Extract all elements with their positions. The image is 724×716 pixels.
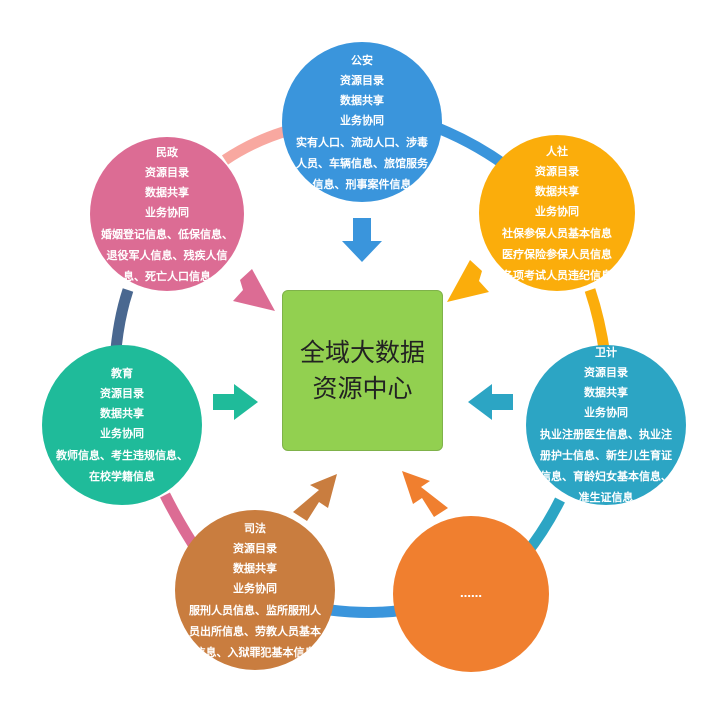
node-weiji-sharing: 数据共享 — [584, 386, 628, 399]
arrow-from-more — [402, 471, 448, 517]
node-gongan-title: 公安 — [351, 53, 373, 67]
node-weiji-detail-1: 执业注册医生信息、执业注 — [540, 428, 672, 441]
node-sifa-title: 司法 — [244, 521, 266, 535]
node-minzheng-detail-1: 婚姻登记信息、低保信息、 — [101, 227, 233, 241]
node-jiaoyu: 教育 资源目录 数据共享 业务协同 教师信息、考生违规信息、 在校学籍信息 — [42, 345, 202, 505]
node-renshe: 人社 资源目录 数据共享 业务协同 社保参保人员基本信息 医疗保险参保人员信息 … — [479, 135, 635, 291]
center-title-line1: 全域大数据 — [299, 337, 425, 367]
node-renshe-detail-2: 医疗保险参保人员信息 — [502, 247, 612, 261]
node-renshe-collab: 业务协同 — [535, 204, 579, 218]
node-more: …… — [393, 516, 549, 672]
node-renshe-title: 人社 — [546, 144, 568, 158]
node-minzheng-collab: 业务协同 — [145, 205, 189, 219]
node-sifa-detail-1: 服刑人员信息、监所服刑人 — [189, 603, 321, 617]
node-gongan-detail-2: 人员、车辆信息、旅馆服务 — [296, 156, 428, 170]
node-minzheng-catalog: 资源目录 — [145, 165, 189, 179]
node-sifa-detail-2: 员出所信息、劳教人员基本 — [189, 624, 321, 638]
node-sifa: 司法 资源目录 数据共享 业务协同 服刑人员信息、监所服刑人 员出所信息、劳教人… — [175, 510, 335, 670]
center-title-line2: 资源中心 — [312, 373, 413, 403]
node-jiaoyu-catalog: 资源目录 — [100, 387, 144, 400]
node-weiji-catalog: 资源目录 — [584, 366, 628, 379]
node-sifa-detail-3: 信息、入狱罪犯基本信息 — [194, 645, 316, 659]
node-renshe-catalog: 资源目录 — [535, 164, 579, 178]
node-gongan-catalog: 资源目录 — [340, 73, 384, 87]
node-renshe-sharing: 数据共享 — [535, 184, 579, 198]
node-minzheng-sharing: 数据共享 — [145, 185, 189, 199]
arrow-from-weiji — [468, 384, 513, 420]
node-renshe-detail-1: 社保参保人员基本信息 — [502, 226, 612, 240]
node-sifa-catalog: 资源目录 — [233, 541, 277, 555]
arrow-from-gongan — [342, 218, 382, 262]
node-gongan-detail-3: 信息、刑事案件信息 — [312, 177, 412, 191]
arrow-from-jiaoyu — [213, 384, 258, 420]
node-gongan-detail-1: 实有人口、流动人口、涉毒 — [296, 135, 428, 149]
arrow-from-renshe — [447, 260, 489, 302]
node-jiaoyu-title: 教育 — [111, 367, 133, 380]
node-gongan-collab: 业务协同 — [340, 113, 384, 127]
node-jiaoyu-detail-1: 教师信息、考生违规信息、 — [56, 449, 188, 462]
node-gongan: 公安 资源目录 数据共享 业务协同 实有人口、流动人口、涉毒 人员、车辆信息、旅… — [282, 42, 442, 202]
node-sifa-sharing: 数据共享 — [233, 561, 277, 575]
node-more-title: …… — [460, 587, 482, 600]
node-minzheng: 民政 资源目录 数据共享 业务协同 婚姻登记信息、低保信息、 退役军人信息、残疾… — [90, 137, 244, 291]
arrow-from-minzheng — [233, 269, 275, 311]
node-minzheng-detail-3: 息、死亡人口信息 — [123, 269, 211, 283]
node-weiji: 卫计 资源目录 数据共享 业务协同 执业注册医生信息、执业注 册护士信息、新生儿… — [526, 345, 686, 505]
node-minzheng-detail-2: 退役军人信息、残疾人信 — [106, 248, 228, 262]
center-data-resource-block: 全域大数据 资源中心 — [282, 290, 443, 451]
node-jiaoyu-detail-2: 在校学籍信息 — [89, 470, 155, 483]
node-minzheng-title: 民政 — [156, 145, 178, 159]
node-weiji-detail-2: 册护士信息、新生儿生育证 — [540, 449, 672, 462]
node-weiji-detail-3: 信息、育龄妇女基本信息、 — [540, 470, 672, 483]
node-weiji-title: 卫计 — [595, 346, 617, 359]
node-jiaoyu-sharing: 数据共享 — [100, 407, 144, 420]
node-gongan-sharing: 数据共享 — [340, 93, 384, 107]
node-weiji-detail-4: 准生证信息 — [578, 491, 634, 504]
node-sifa-collab: 业务协同 — [233, 581, 277, 595]
arrow-from-sifa — [293, 474, 337, 521]
node-weiji-collab: 业务协同 — [584, 406, 628, 419]
node-renshe-detail-3: 各项考试人员违纪信息 — [502, 268, 612, 282]
node-jiaoyu-collab: 业务协同 — [100, 427, 144, 440]
